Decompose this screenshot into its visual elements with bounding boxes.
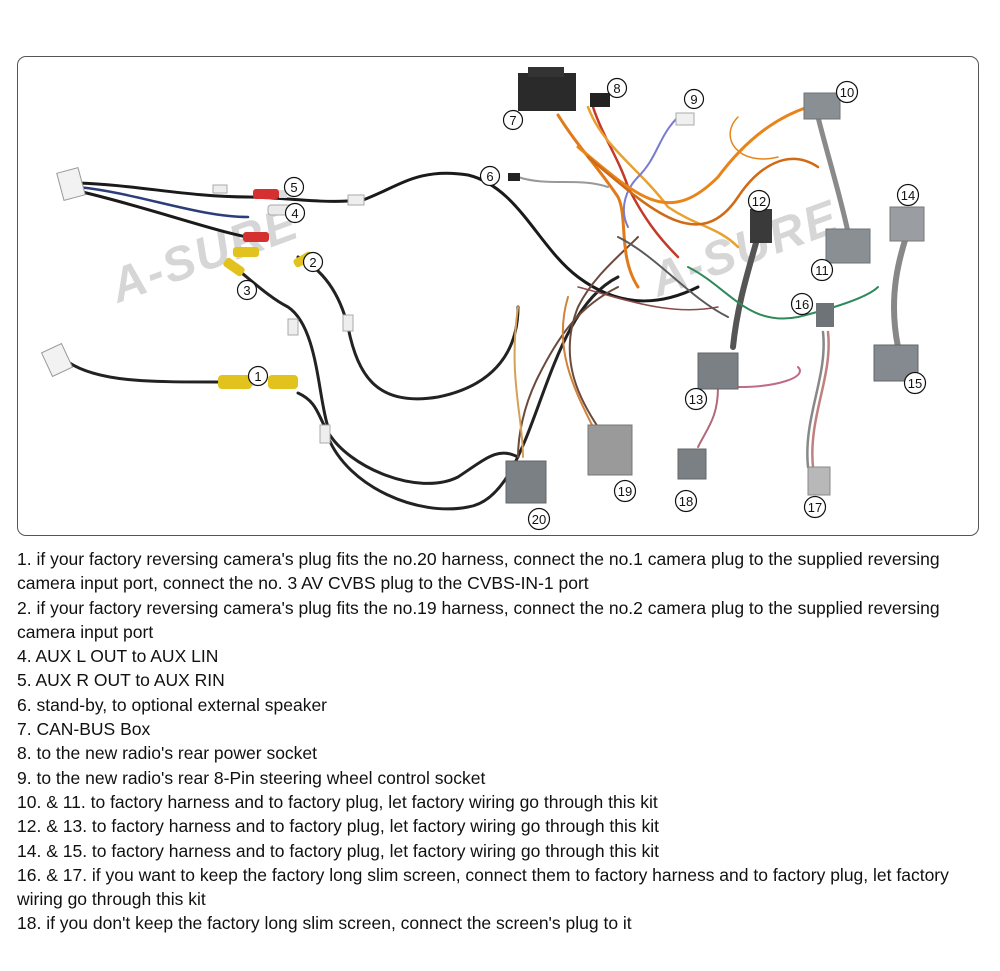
callout-14: 14 (896, 183, 920, 207)
callout-16: 16 (790, 292, 814, 316)
svg-text:1: 1 (254, 369, 261, 384)
callout-9: 9 (683, 88, 705, 110)
instruction-9: 9. to the new radio's rear 8-Pin steerin… (17, 767, 486, 788)
svg-text:8: 8 (613, 81, 620, 96)
instruction-12-13: 12. & 13. to factory harness and to fact… (17, 816, 660, 837)
callout-13: 13 (684, 387, 708, 411)
svg-text:12: 12 (752, 194, 766, 209)
svg-text:5: 5 (290, 180, 297, 195)
callout-18: 18 (674, 489, 698, 513)
instruction-4: 4. AUX L OUT to AUX LIN (17, 646, 219, 667)
callout-5: 5 (283, 176, 305, 198)
callout-1: 1 (247, 365, 269, 387)
callout-8: 8 (606, 77, 628, 99)
instruction-8: 8. to the new radio's rear power socket (17, 743, 318, 764)
svg-text:10: 10 (840, 85, 854, 100)
callout-4: 4 (284, 202, 306, 224)
instruction-2: 2. if your factory reversing camera's pl… (17, 597, 940, 642)
svg-text:14: 14 (901, 188, 915, 203)
callout-12: 12 (747, 189, 771, 213)
instructions-list: 1. if your factory reversing camera's pl… (17, 547, 997, 936)
callout-17: 17 (803, 495, 827, 519)
wiring-diagram: A-SURE A-SURE (17, 56, 979, 536)
instruction-7: 7. CAN-BUS Box (17, 719, 151, 740)
callouts: 1 2 3 4 5 6 7 8 9 10 11 12 13 14 15 16 1… (236, 77, 927, 531)
callout-15: 15 (903, 371, 927, 395)
svg-text:7: 7 (509, 113, 516, 128)
svg-text:4: 4 (291, 206, 298, 221)
instruction-5: 5. AUX R OUT to AUX RIN (17, 670, 225, 691)
callout-11: 11 (810, 258, 834, 282)
instruction-6: 6. stand-by, to optional external speake… (17, 694, 328, 715)
instruction-18: 18. if you don't keep the factory long s… (17, 913, 632, 934)
svg-text:13: 13 (689, 392, 703, 407)
svg-text:16: 16 (795, 297, 809, 312)
instruction-14-15: 14. & 15. to factory harness and to fact… (17, 840, 660, 861)
svg-text:19: 19 (618, 484, 632, 499)
svg-text:17: 17 (808, 500, 822, 515)
wiring-diagram-drawing: A-SURE A-SURE (40, 67, 927, 531)
instruction-1: 1. if your factory reversing camera's pl… (17, 549, 940, 594)
svg-text:18: 18 (679, 494, 693, 509)
callout-20: 20 (527, 507, 551, 531)
svg-text:9: 9 (690, 92, 697, 107)
callout-19: 19 (613, 479, 637, 503)
svg-text:20: 20 (532, 512, 546, 527)
svg-text:2: 2 (309, 255, 316, 270)
callout-7: 7 (502, 109, 524, 131)
callout-2: 2 (302, 251, 324, 273)
instruction-10-11: 10. & 11. to factory harness and to fact… (17, 791, 658, 812)
svg-text:3: 3 (243, 283, 250, 298)
callout-6: 6 (479, 165, 501, 187)
svg-text:11: 11 (815, 263, 829, 278)
instruction-16-17: 16. & 17. if you want to keep the factor… (17, 864, 949, 910)
callout-10: 10 (835, 80, 859, 104)
connectors (40, 67, 925, 504)
callout-3: 3 (236, 279, 258, 301)
svg-text:15: 15 (908, 376, 922, 391)
svg-text:6: 6 (486, 169, 493, 184)
wires (66, 105, 916, 511)
